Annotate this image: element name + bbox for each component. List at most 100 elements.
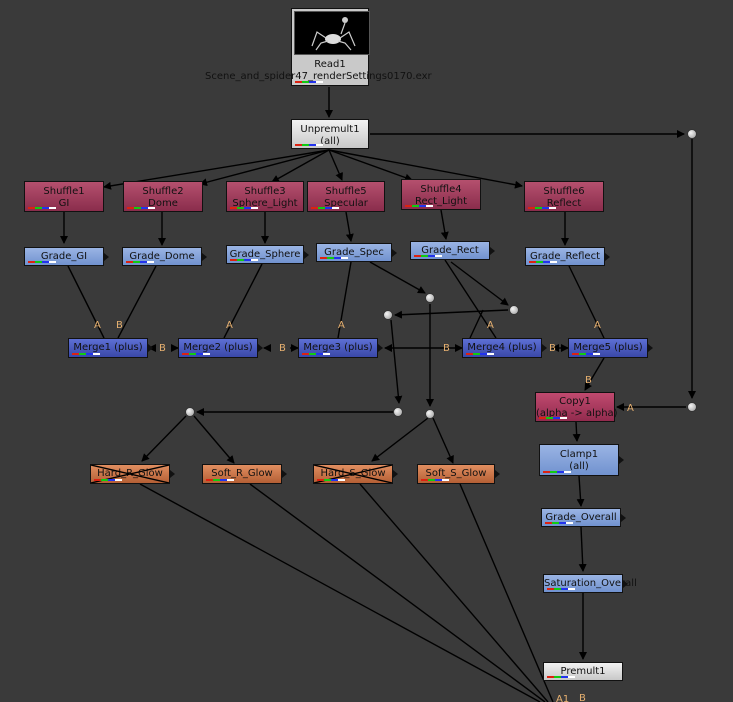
input-b-label: B: [549, 343, 556, 354]
node-label: Grade_Overall: [545, 512, 617, 523]
channel-strip: [127, 207, 155, 209]
channel-strip: [295, 144, 323, 146]
mask-input-arrow[interactable]: [104, 252, 109, 261]
channel-strip: [539, 417, 567, 419]
channel-strip: [230, 207, 258, 209]
dot-node[interactable]: [425, 293, 435, 303]
saturation-overall-node[interactable]: Saturation_Overall: [543, 574, 637, 593]
shuffle-node-rect-light[interactable]: Shuffle4 Rect_Light: [401, 179, 481, 210]
node-sublabel: (all): [569, 461, 589, 472]
channel-strip: [302, 353, 330, 355]
node-label: Merge2 (plus): [183, 342, 253, 353]
grade-node-spec[interactable]: Grade_Spec: [316, 243, 397, 262]
unpremult-node[interactable]: Unpremult1 (all): [291, 119, 369, 149]
input-a-label: A: [338, 320, 345, 331]
clamp-node[interactable]: Clamp1 (all): [539, 444, 624, 476]
grade-node-rect[interactable]: Grade_Rect: [410, 241, 495, 260]
mask-input-arrow[interactable]: [621, 513, 626, 522]
node-label: Grade_Rect: [421, 245, 479, 256]
node-sublabel: Specular: [324, 198, 368, 209]
node-label: Shuffle6: [543, 186, 585, 197]
node-sublabel: Reflect: [546, 198, 582, 209]
mask-input-arrow[interactable]: [282, 470, 287, 478]
merge-node-4[interactable]: Merge4 (plus): [462, 338, 547, 358]
dot-node[interactable]: [185, 407, 195, 417]
dot-node[interactable]: [509, 305, 519, 315]
mask-input-arrow[interactable]: [542, 344, 547, 352]
node-label: Soft_S_Glow: [425, 468, 487, 479]
dot-node[interactable]: [687, 129, 697, 139]
mask-input-arrow[interactable]: [304, 250, 309, 259]
channel-strip: [295, 81, 323, 83]
mask-input-arrow[interactable]: [495, 470, 500, 478]
input-b-label: B: [579, 693, 586, 702]
node-label: Shuffle3: [244, 186, 286, 197]
premult-node[interactable]: Premult1: [543, 662, 623, 681]
shuffle-node-specular[interactable]: Shuffle5 Specular: [307, 181, 385, 212]
read-node[interactable]: Read1: [291, 8, 370, 86]
dot-node[interactable]: [383, 310, 393, 320]
dot-node[interactable]: [393, 407, 403, 417]
input-b-label: B: [279, 343, 286, 354]
shuffle-node-dome[interactable]: Shuffle2 Dome: [123, 181, 203, 212]
mask-input-arrow[interactable]: [605, 252, 610, 261]
mask-input-arrow[interactable]: [490, 246, 495, 255]
node-sublabel: Sphere_Light: [232, 198, 298, 209]
channel-strip: [320, 257, 348, 259]
copy-node[interactable]: Copy1 (alpha -> alpha): [535, 392, 618, 422]
input-a-label: A: [627, 403, 634, 414]
mask-input-arrow[interactable]: [202, 252, 207, 261]
node-label: Merge1 (plus): [73, 342, 143, 353]
mask-input-arrow[interactable]: [148, 344, 153, 352]
grade-overall-node[interactable]: Grade_Overall: [541, 508, 626, 527]
mask-input-arrow[interactable]: [258, 344, 263, 352]
read-filename: Scene_and_spider47_renderSettings0170.ex…: [205, 71, 432, 82]
mask-input-arrow[interactable]: [623, 579, 628, 588]
mask-input-arrow[interactable]: [393, 470, 398, 478]
mask-input-arrow[interactable]: [170, 470, 175, 478]
mask-input-arrow[interactable]: [648, 344, 653, 352]
input-a-label: A: [594, 320, 601, 331]
grade-node-sphere[interactable]: Grade_Sphere: [226, 245, 309, 264]
glow-node-hard-s[interactable]: Hard_S_Glow: [313, 464, 398, 484]
mask-input-arrow[interactable]: [392, 248, 397, 257]
channel-strip: [28, 207, 56, 209]
mask-input-arrow[interactable]: [619, 456, 624, 464]
render-thumbnail: [294, 11, 370, 55]
node-sublabel: (alpha -> alpha): [536, 408, 618, 419]
spider-thumbnail-icon: [311, 17, 356, 51]
input-b-label: B: [159, 343, 166, 354]
channel-strip: [28, 261, 56, 263]
grade-node-gi[interactable]: Grade_GI: [24, 247, 109, 266]
merge-node-5[interactable]: Merge5 (plus): [568, 338, 653, 358]
shuffle-node-reflect[interactable]: Shuffle6 Reflect: [524, 181, 604, 212]
node-label: Grade_Dome: [129, 251, 195, 262]
glow-node-hard-r[interactable]: Hard_R_Glow: [90, 464, 175, 484]
merge-node-3[interactable]: Merge3 (plus): [298, 338, 383, 358]
node-sublabel: Dome: [148, 198, 178, 209]
node-sublabel: (all): [320, 136, 340, 147]
node-sublabel: Rect_Light: [414, 196, 468, 207]
node-label: Grade_Spec: [324, 247, 384, 258]
channel-strip: [547, 588, 575, 590]
shuffle-node-gi[interactable]: Shuffle1 GI: [24, 181, 104, 212]
node-label: Merge5 (plus): [573, 342, 643, 353]
merge-node-1[interactable]: Merge1 (plus): [68, 338, 153, 358]
channel-strip: [126, 261, 154, 263]
channel-strip: [230, 259, 258, 261]
glow-node-soft-r[interactable]: Soft_R_Glow: [202, 464, 287, 484]
glow-node-soft-s[interactable]: Soft_S_Glow: [417, 464, 500, 484]
node-label: Unpremult1: [300, 124, 360, 135]
grade-node-dome[interactable]: Grade_Dome: [122, 247, 207, 266]
merge-node-2[interactable]: Merge2 (plus): [178, 338, 263, 358]
input-b-label: B: [443, 343, 450, 354]
node-label: Saturation_Overall: [544, 578, 637, 589]
dot-node[interactable]: [425, 409, 435, 419]
grade-node-reflect[interactable]: Grade_Reflect: [525, 247, 610, 266]
dot-node[interactable]: [687, 402, 697, 412]
mask-input-arrow[interactable]: [378, 344, 383, 352]
node-label: Shuffle5: [325, 186, 367, 197]
shuffle-node-sphere-light[interactable]: Shuffle3 Sphere_Light: [226, 181, 304, 212]
